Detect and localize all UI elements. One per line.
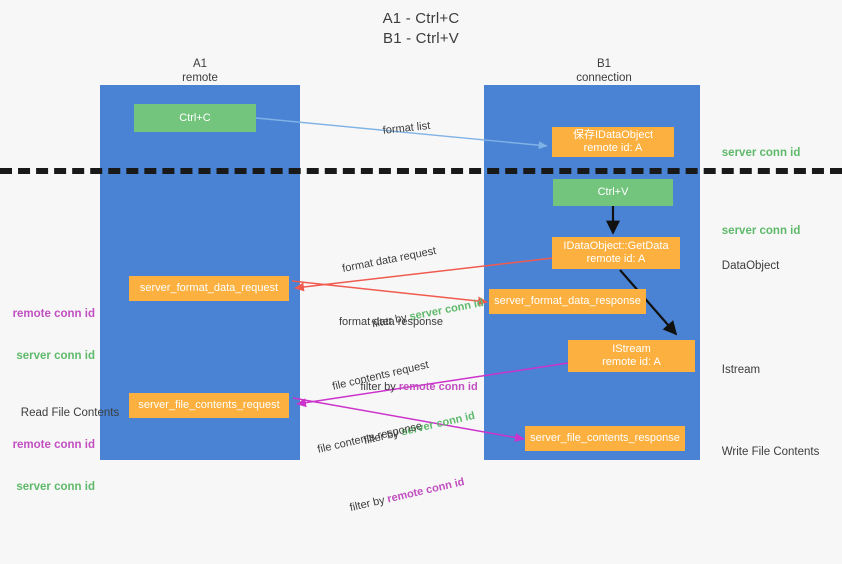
node-fmt-resp-label: server_format_data_response (494, 295, 641, 307)
node-fmt-req-label: server_format_data_request (139, 282, 279, 294)
node-ctrl-c-label: Ctrl+C (179, 111, 211, 124)
node-server-file-contents-request[interactable]: server_file_contents_request (129, 393, 289, 418)
page-title-line-1: A1 - Ctrl+C (382, 10, 460, 27)
node-server-format-data-response[interactable]: server_format_data_response (489, 289, 646, 314)
node-server-file-contents-response[interactable]: server_file_contents_response (525, 426, 685, 451)
node-ctrl-v[interactable]: Ctrl+V (553, 179, 673, 206)
annotation-write-file-contents: Write File Contents (709, 431, 820, 473)
annotation-server-conn-top: server conn id (709, 132, 801, 174)
column-b1-sub: connection (576, 72, 632, 84)
annotation-server-conn-mid: server conn id (709, 210, 801, 252)
edge-file-req-line1: file contents request (331, 358, 430, 393)
node-store-idataobject-line2: remote id: A (583, 142, 643, 154)
edge-label-format-list: format list (368, 104, 432, 155)
edge-file-resp-line1: file contents response (316, 420, 424, 456)
annotation-server-conn-id-file: server conn id (16, 481, 95, 493)
annotation-dataobject-text: DataObject (721, 260, 780, 272)
node-file-req-label: server_file_contents_request (138, 399, 280, 411)
boundary-divider (0, 168, 842, 174)
annotation-istream: Istream (709, 349, 760, 391)
edge-file-resp-filter-prefix: filter by (348, 493, 389, 515)
annotation-read-file-contents: Read File Contents (8, 392, 119, 434)
annotation-server-conn-mid-text: server conn id (721, 225, 801, 237)
page-title-line-2: B1 - Ctrl+V (383, 30, 459, 47)
node-idataobject-getdata[interactable]: IDataObject::GetData remote id: A (552, 237, 680, 269)
column-a1-sub: remote (182, 72, 218, 84)
edge-fmt-resp-line2: filter by remote conn id (342, 365, 478, 410)
node-store-idataobject-line1: 保存IDataObject (572, 129, 654, 141)
annotation-remote-conn-id-format: remote conn id (12, 308, 95, 320)
node-file-resp-label: server_file_contents_response (530, 432, 680, 444)
annotation-conn-ids-file: remote conn id server conn id (0, 410, 95, 522)
edge-label-format-data-response: format data response filter by remote co… (339, 285, 478, 440)
node-store-idataobject[interactable]: 保存IDataObject remote id: A (552, 127, 674, 157)
edge-fmt-resp-filter-prefix: filter by (360, 381, 399, 393)
node-getdata-line1: IDataObject::GetData (563, 240, 669, 252)
edge-file-resp-line2: filter by remote conn id (327, 460, 469, 534)
annotation-read-file-contents-text: Read File Contents (20, 407, 120, 419)
node-server-format-data-request[interactable]: server_format_data_request (129, 276, 289, 301)
annotation-conn-ids-format: remote conn id server conn id (0, 279, 95, 391)
edge-fmt-resp-filter-value: remote conn id (398, 381, 478, 393)
edge-fmt-req-line1: format data request (341, 244, 438, 275)
annotation-dataobject: DataObject (709, 245, 780, 287)
edge-file-resp-filter-value: remote conn id (386, 475, 466, 506)
column-a1-name: A1 (192, 58, 208, 70)
annotation-remote-conn-id-file: remote conn id (12, 439, 95, 451)
node-istream-line2: remote id: A (602, 356, 661, 368)
edge-format-list-text: format list (382, 119, 431, 137)
node-getdata-line2: remote id: A (586, 253, 646, 265)
node-istream-line1: IStream (612, 343, 651, 355)
annotation-write-file-contents-text: Write File Contents (721, 446, 820, 458)
annotation-server-conn-id-format: server conn id (16, 350, 95, 362)
column-header-a1: A1 remote (100, 57, 300, 85)
node-ctrl-v-label: Ctrl+V (597, 186, 629, 198)
annotation-istream-text: Istream (721, 364, 761, 376)
column-header-b1: B1 connection (504, 57, 704, 85)
diagram-canvas: A1 - Ctrl+C B1 - Ctrl+V A1 remote B1 con… (0, 10, 842, 514)
edge-fmt-resp-line1: format data response (339, 316, 443, 328)
annotation-server-conn-top-text: server conn id (721, 147, 801, 159)
node-istream[interactable]: IStream remote id: A (568, 340, 695, 372)
node-ctrl-c[interactable]: Ctrl+C (134, 104, 256, 132)
column-b1-name: B1 (596, 58, 612, 70)
